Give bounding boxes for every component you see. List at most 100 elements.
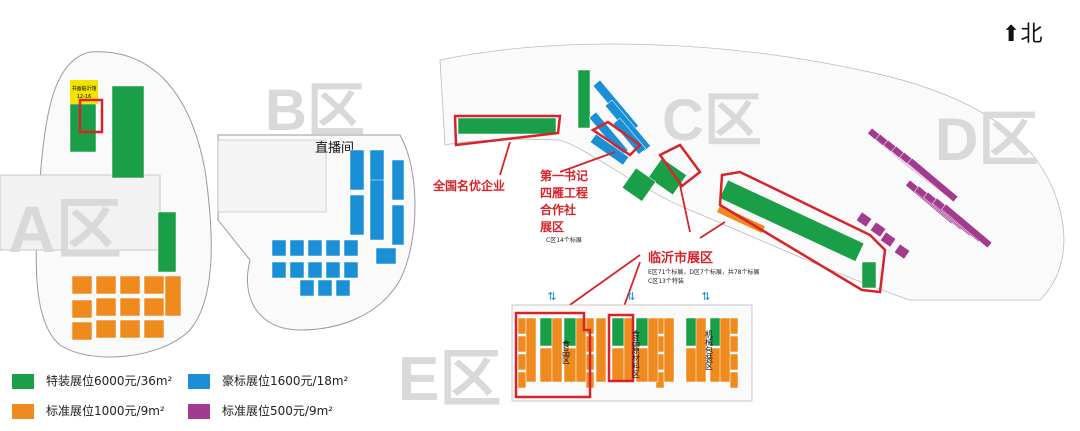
shuji-label-4: 展区: [540, 220, 564, 234]
zone-b-letter: B区: [265, 78, 365, 143]
e-material-label: 食品原材料区: [632, 329, 641, 378]
booth-standard: [119, 319, 141, 339]
booth-special: [719, 179, 865, 262]
famous-enterprise-box: [453, 114, 562, 147]
booth-standard: [551, 317, 563, 383]
booth-standard: [647, 317, 659, 383]
booth-standard: [729, 317, 739, 335]
booth-luxury: [369, 179, 385, 241]
booth-standard: [695, 317, 707, 383]
booth-standard: [525, 317, 537, 383]
booth-luxury: [349, 149, 365, 191]
zone-a-booths: [69, 85, 182, 341]
booth-luxury: [307, 261, 323, 279]
booth-luxury: [325, 261, 341, 279]
booth-special: [157, 211, 177, 273]
booth-standard: [611, 347, 625, 383]
entrance-arrow-icon: ⇅: [626, 290, 635, 303]
famous-enterprise-label: 全国名优企业: [432, 178, 505, 193]
zone-b-hall: [217, 134, 416, 331]
booth-luxury: [335, 279, 351, 297]
live-room-label: 直播间: [315, 141, 354, 156]
booth-luxury: [343, 261, 359, 279]
shuji-label-2: 四雁工程: [540, 185, 588, 200]
zone-e-booths: [517, 317, 739, 389]
booth-luxury: [317, 279, 333, 297]
booth-standard: [143, 275, 165, 295]
booth-luxury: [299, 279, 315, 297]
zone-e-letter: E区: [398, 345, 501, 414]
e-machinery-label: 机械包装区: [705, 329, 714, 370]
zone-d-booths: [855, 127, 993, 260]
booth-luxury: [589, 133, 630, 166]
booth-luxury: [307, 239, 323, 257]
booth-luxury: [271, 239, 287, 257]
booth-standard: [595, 317, 607, 383]
booth-special: [69, 103, 97, 153]
booth-special: [611, 317, 625, 347]
booth-special: [861, 261, 877, 289]
booth-standard: [119, 275, 141, 295]
booth-standard: [539, 347, 553, 383]
booth-standard: [729, 371, 739, 389]
booth-standard-purple: [879, 231, 897, 248]
entrance-arrow-icon: ⇅: [547, 290, 556, 303]
booth-special: [539, 317, 553, 347]
zone-c-booths: [457, 69, 877, 289]
e-entrance-arrows: ⇅ ⇅ ⇅: [547, 290, 710, 303]
north-arrow-icon: ⬆: [1002, 22, 1021, 47]
a-tag-line2: 12-16: [77, 94, 92, 100]
zone-cd-hall: [439, 43, 1065, 301]
booth-standard-purple: [855, 211, 873, 228]
linyi-note1: E区71个标展，D区7个标展，共78个标展: [648, 268, 760, 276]
booth-standard: [517, 371, 527, 389]
north-indicator: ⬆北: [1002, 16, 1042, 48]
zone-b-booths: [271, 149, 405, 297]
a-tag-line1: 书画临沂馆: [71, 85, 96, 92]
booth-standard: [95, 297, 117, 317]
booth-luxury: [391, 204, 405, 246]
booth-luxury: [343, 239, 359, 257]
north-label: 北: [1020, 22, 1043, 47]
booth-special: [111, 85, 145, 179]
zone-d-letter: D区: [935, 106, 1038, 173]
e-food-box: [514, 311, 592, 399]
shuji-label-3: 合作社: [540, 202, 576, 217]
shuji-arrow: [559, 151, 616, 173]
booth-standard: [517, 335, 527, 353]
booth-luxury: [271, 261, 287, 279]
e-food-label: 食品区: [562, 339, 571, 364]
booth-standard: [575, 317, 587, 383]
booth-special: [577, 69, 591, 129]
booth-standard-purple: [893, 243, 911, 260]
booth-standard: [164, 275, 182, 317]
booth-standard-purple: [941, 203, 993, 249]
booth-luxury: [375, 247, 397, 265]
c-linyi-box: [658, 143, 702, 188]
booth-special: [647, 157, 687, 196]
booth-luxury: [391, 159, 405, 201]
shuji-label-1: 第一书记: [540, 168, 588, 183]
linyi-title: 临沂市展区: [648, 250, 713, 266]
zone-a-letter: A区: [8, 192, 122, 266]
booth-standard: [71, 275, 93, 295]
booth-standard-purple: [869, 221, 887, 238]
booth-standard: [729, 353, 739, 371]
booth-standard: [729, 335, 739, 353]
booth-standard: [119, 297, 141, 317]
booth-standard: [95, 275, 117, 295]
booth-standard: [95, 319, 117, 339]
booth-standard: [517, 353, 527, 371]
booth-standard: [143, 319, 165, 339]
booth-luxury: [349, 194, 365, 236]
booth-luxury: [325, 239, 341, 257]
shuji-box: [590, 120, 642, 157]
booth-luxury: [289, 261, 305, 279]
booth-standard: [517, 317, 527, 335]
famous-arrow: [499, 141, 511, 176]
linyi-note2: C区13个特装: [648, 277, 684, 285]
booth-standard: [71, 299, 93, 319]
booth-special: [457, 117, 557, 135]
e-material-box: [607, 313, 635, 383]
